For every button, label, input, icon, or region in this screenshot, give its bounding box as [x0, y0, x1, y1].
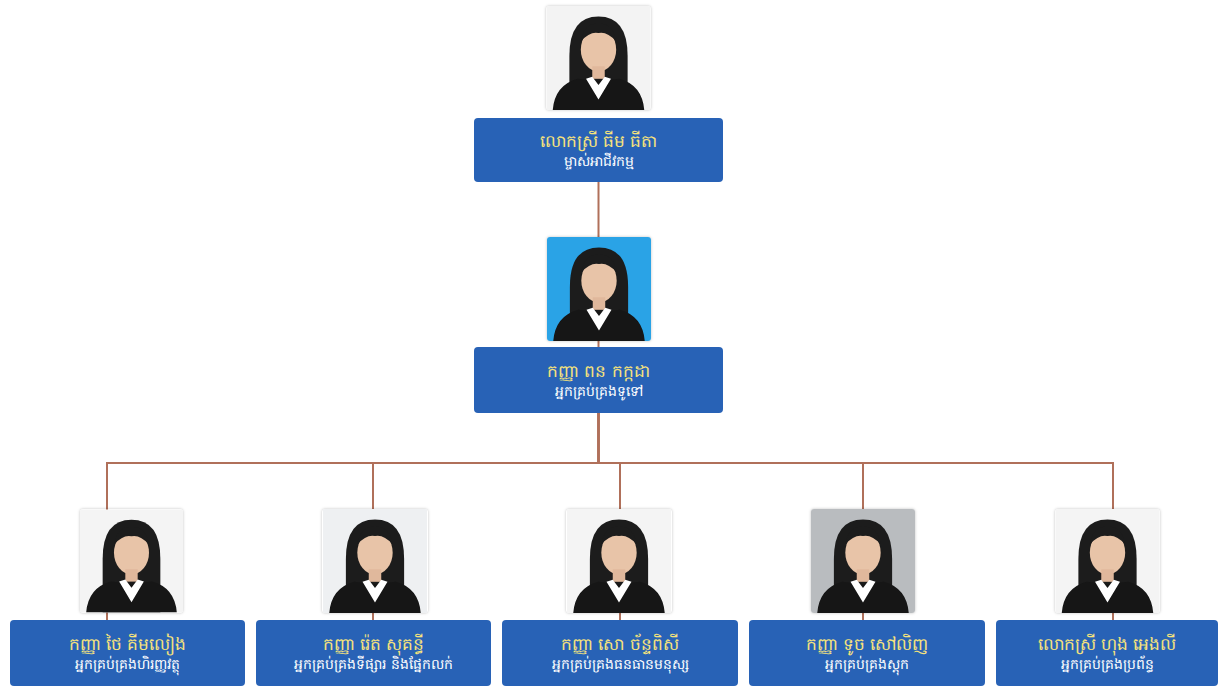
person-name: កញ្ញា ថៃ គីមលៀង — [69, 633, 187, 655]
staff-box: កញ្ញា ទូច សៅលិញអ្នកគ្រប់គ្រងស្តុក — [749, 620, 985, 686]
photo-ground — [323, 509, 427, 613]
person-figure — [573, 519, 665, 613]
staff-box: កញ្ញា ថៃ គីមលៀងអ្នកគ្រប់គ្រងហិរញ្ញវត្ថុ — [10, 620, 245, 686]
photo-ground — [1056, 509, 1160, 613]
job-title: ម្ចាស់អាជីវកម្ម — [564, 152, 634, 170]
person-figure — [817, 519, 909, 613]
photo-ground — [567, 509, 671, 613]
person-name: កញ្ញា សោ ច័ន្ទពិសី — [561, 633, 679, 655]
staff-box: កញ្ញា រ៉េត សុគន្ធីអ្នកគ្រប់គ្រងទីផ្សារ ន… — [256, 620, 491, 686]
portrait-photo — [811, 509, 915, 613]
job-title: អ្នកគ្រប់គ្រងហិរញ្ញវត្ថុ — [75, 655, 180, 673]
job-title: អ្នកគ្រប់គ្រងប្រព័ន្ធ — [1061, 655, 1154, 673]
photo-ground — [811, 509, 915, 613]
staff-box: លោកស្រី ធីម ធីតាម្ចាស់អាជីវកម្ម — [474, 118, 723, 182]
staff-box: កញ្ញា សោ ច័ន្ទពិសីអ្នកគ្រប់គ្រងធនធានមនុស… — [502, 620, 738, 686]
person-figure — [553, 16, 645, 110]
portrait-photo — [80, 509, 183, 613]
person-figure — [1062, 519, 1154, 613]
portrait-photo — [1055, 509, 1160, 613]
photo-ground — [80, 510, 183, 613]
job-title: អ្នកគ្រប់គ្រងទីផ្សារ និងផ្នែកលក់ — [294, 655, 452, 673]
person-name: លោកស្រី ធីម ធីតា — [540, 130, 658, 152]
person-name: កញ្ញា ទូច សៅលិញ — [806, 633, 929, 655]
job-title: អ្នកគ្រប់គ្រងទូទៅ — [555, 382, 643, 400]
portrait-photo — [547, 237, 651, 341]
person-name: លោកស្រី ហុង អេងលី — [1038, 633, 1177, 655]
staff-box: កញ្ញា ពន កក្កដាអ្នកគ្រប់គ្រងទូទៅ — [474, 347, 723, 413]
person-figure — [86, 520, 177, 613]
portrait-photo — [566, 509, 672, 613]
job-title: អ្នកគ្រប់គ្រងស្តុក — [825, 655, 909, 673]
person-figure — [553, 247, 645, 341]
staff-box: លោកស្រី ហុង អេងលីអ្នកគ្រប់គ្រងប្រព័ន្ធ — [996, 620, 1218, 686]
portrait-photo — [322, 509, 428, 613]
photo-ground — [547, 237, 651, 341]
person-figure — [329, 519, 421, 613]
photo-ground — [547, 6, 651, 110]
person-name: កញ្ញា រ៉េត សុគន្ធី — [323, 633, 425, 655]
org-connector — [599, 413, 1114, 620]
portrait-photo — [546, 6, 651, 110]
person-name: កញ្ញា ពន កក្កដា — [547, 360, 650, 382]
job-title: អ្នកគ្រប់គ្រងធនធានមនុស្ស — [552, 655, 689, 673]
